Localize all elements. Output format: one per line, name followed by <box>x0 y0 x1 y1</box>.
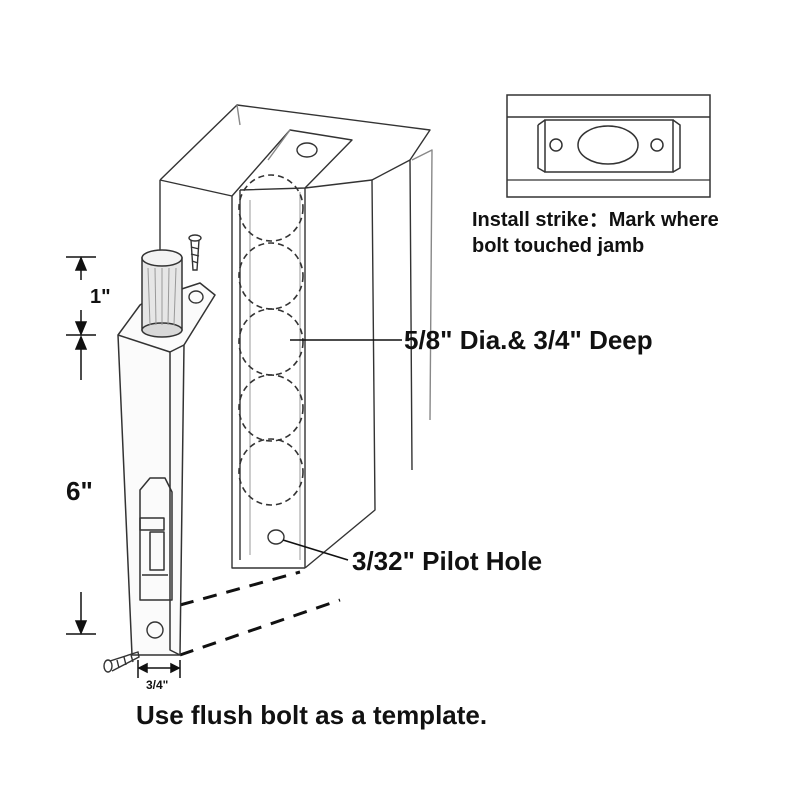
bore-circle-4 <box>238 374 304 442</box>
dimension-length-label: 6" <box>66 476 93 506</box>
projection-lines <box>179 570 341 657</box>
plate-bottom-screw-hole <box>146 621 164 639</box>
caption: Use flush bolt as a template. <box>136 700 487 730</box>
flush-bolt <box>117 282 216 656</box>
bore-hole-circles <box>238 174 304 506</box>
strike-left-screw-hole <box>549 138 563 152</box>
plate-top-screw-hole <box>188 290 204 304</box>
hole-spec-label: 5/8" Dia.& 3/4" Deep <box>404 325 653 355</box>
jamb-top-hole <box>296 142 318 158</box>
dimension-top-label: 1" <box>90 286 111 308</box>
pilot-hole <box>267 529 285 545</box>
pilot-hole-label: 3/32" Pilot Hole <box>352 546 542 576</box>
bottom-screw-icon <box>103 651 140 673</box>
strike-instruction-line2: bolt touched jamb <box>472 235 644 257</box>
strike-plate-inset <box>506 94 711 198</box>
dimension-lines <box>66 256 181 678</box>
top-screw-icon <box>188 234 202 271</box>
bore-circle-1 <box>238 174 304 242</box>
pilot-hole-leader <box>282 539 349 561</box>
strike-right-screw-hole <box>650 138 664 152</box>
bore-circle-2 <box>238 242 304 310</box>
bore-circle-5 <box>238 438 304 506</box>
strike-bolt-hole <box>577 125 639 165</box>
dimension-width-label: 3/4" <box>146 678 168 692</box>
strike-instruction-line1: Install strike：Mark where <box>472 209 719 231</box>
bore-circle-3 <box>238 308 304 376</box>
door-jamb-sketch <box>159 104 433 569</box>
bolt-rod <box>141 249 183 338</box>
